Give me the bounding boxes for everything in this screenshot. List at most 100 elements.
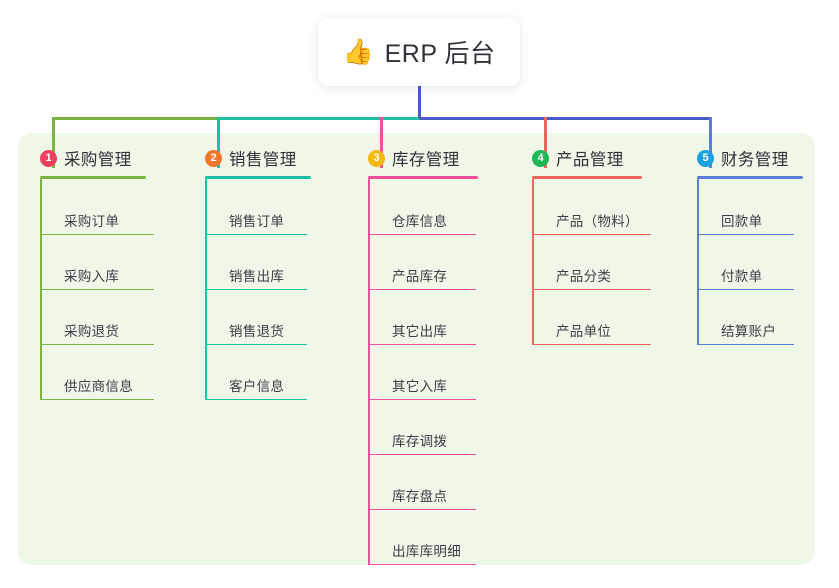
- thumbs-up-icon: 👍: [342, 37, 374, 66]
- bus-segment-1: [52, 117, 217, 120]
- branch-badge-icon-2: 2: [205, 149, 222, 167]
- leaf-label: 供应商信息: [64, 379, 133, 394]
- leaf-rule: [697, 288, 794, 290]
- leaf-label: 采购入库: [64, 269, 120, 284]
- leaf-rule: [697, 343, 794, 345]
- list-item[interactable]: 结算账户: [697, 289, 794, 345]
- leaf-label: 销售退货: [229, 324, 285, 339]
- leaf-label: 库存调拨: [392, 434, 448, 449]
- branch-drop-line-2: [217, 117, 220, 168]
- list-item[interactable]: 库存调拨: [368, 399, 476, 455]
- leaf-rule: [205, 288, 307, 290]
- branch-header-4[interactable]: 4 产品管理: [532, 146, 624, 170]
- leaf-label: 销售出库: [229, 269, 285, 284]
- leaf-rule: [205, 398, 307, 400]
- leaf-label: 产品分类: [556, 269, 612, 284]
- branch-header-rule-5: [697, 176, 803, 179]
- branch-title-2: 销售管理: [229, 151, 297, 169]
- list-item[interactable]: 供应商信息: [40, 344, 154, 400]
- leaf-rule: [532, 343, 651, 345]
- list-item[interactable]: 产品分类: [532, 234, 651, 290]
- leaf-label: 产品单位: [556, 324, 612, 339]
- list-item[interactable]: 库存盘点: [368, 454, 476, 510]
- list-item[interactable]: 采购入库: [40, 234, 154, 290]
- leaf-label: 产品库存: [392, 269, 448, 284]
- leaf-label: 采购订单: [64, 214, 120, 229]
- list-item[interactable]: 付款单: [697, 234, 794, 290]
- branch-title-3: 库存管理: [392, 151, 460, 169]
- leaf-rule: [368, 288, 476, 290]
- leaf-rule: [532, 288, 651, 290]
- branch-header-3[interactable]: 3 库存管理: [368, 146, 460, 170]
- branch-header-rule-3: [368, 176, 478, 179]
- bus-segment-3: [419, 117, 712, 120]
- list-item[interactable]: 销售订单: [205, 179, 307, 235]
- list-item[interactable]: 客户信息: [205, 344, 307, 400]
- branch-header-rule-4: [532, 176, 642, 179]
- branch-header-2[interactable]: 2 销售管理: [205, 146, 297, 170]
- branch-badge-icon-4: 4: [532, 149, 549, 167]
- leaf-label: 其它入库: [392, 379, 448, 394]
- list-item[interactable]: 产品库存: [368, 234, 476, 290]
- branch-spine-5: [697, 179, 699, 345]
- leaf-rule: [368, 398, 476, 400]
- branch-title-1: 采购管理: [64, 151, 132, 169]
- list-item[interactable]: 销售退货: [205, 289, 307, 345]
- leaf-label: 出库库明细: [392, 544, 461, 559]
- leaf-rule: [532, 233, 651, 235]
- branch-column-5: 5 财务管理回款单付款单结算账户: [697, 146, 803, 345]
- branch-column-2: 2 销售管理销售订单销售出库销售退货客户信息: [205, 146, 311, 400]
- branch-header-rule-2: [205, 176, 311, 179]
- list-item[interactable]: 其它出库: [368, 289, 476, 345]
- leaf-label: 付款单: [721, 269, 763, 284]
- list-item[interactable]: 其它入库: [368, 344, 476, 400]
- branch-column-3: 3 库存管理仓库信息产品库存其它出库其它入库库存调拨库存盘点出库库明细: [368, 146, 478, 565]
- branch-drop-line-5: [709, 117, 712, 168]
- branch-drop-line-4: [544, 117, 547, 168]
- leaf-label: 库存盘点: [392, 489, 448, 504]
- leaf-label: 客户信息: [229, 379, 285, 394]
- leaf-rule: [368, 233, 476, 235]
- branch-badge-icon-1: 1: [40, 149, 57, 167]
- branch-spine-3: [368, 179, 370, 565]
- leaf-rule: [368, 508, 476, 510]
- leaf-label: 产品（物料）: [556, 214, 639, 229]
- leaf-label: 结算账户: [721, 324, 777, 339]
- branch-column-1: 1 采购管理采购订单采购入库采购退货供应商信息: [40, 146, 154, 400]
- root-stem: [418, 86, 421, 120]
- list-item[interactable]: 采购退货: [40, 289, 154, 345]
- list-item[interactable]: 仓库信息: [368, 179, 476, 235]
- branch-badge-icon-3: 3: [368, 149, 385, 167]
- leaf-rule: [40, 288, 154, 290]
- leaf-rule: [40, 398, 154, 400]
- branch-badge-icon-5: 5: [697, 149, 714, 167]
- leaf-label: 采购退货: [64, 324, 120, 339]
- branch-title-5: 财务管理: [721, 151, 789, 169]
- leaf-rule: [368, 343, 476, 345]
- branch-header-5[interactable]: 5 财务管理: [697, 146, 789, 170]
- leaf-rule: [368, 563, 476, 565]
- leaf-rule: [40, 233, 154, 235]
- leaf-label: 仓库信息: [392, 214, 448, 229]
- leaf-label: 销售订单: [229, 214, 285, 229]
- leaf-label: 其它出库: [392, 324, 448, 339]
- branch-header-rule-1: [40, 176, 146, 179]
- branches-panel: [18, 133, 815, 565]
- root-node[interactable]: 👍 ERP 后台: [318, 18, 520, 86]
- list-item[interactable]: 产品（物料）: [532, 179, 651, 235]
- leaf-rule: [40, 343, 154, 345]
- branch-drop-line-3: [380, 117, 383, 168]
- branch-title-4: 产品管理: [556, 151, 624, 169]
- list-item[interactable]: 出库库明细: [368, 509, 476, 565]
- branch-spine-4: [532, 179, 534, 345]
- leaf-rule: [205, 343, 307, 345]
- leaf-label: 回款单: [721, 214, 763, 229]
- list-item[interactable]: 产品单位: [532, 289, 651, 345]
- leaf-rule: [368, 453, 476, 455]
- branch-header-1[interactable]: 1 采购管理: [40, 146, 132, 170]
- list-item[interactable]: 采购订单: [40, 179, 154, 235]
- list-item[interactable]: 销售出库: [205, 234, 307, 290]
- list-item[interactable]: 回款单: [697, 179, 794, 235]
- branch-drop-line-1: [52, 117, 55, 168]
